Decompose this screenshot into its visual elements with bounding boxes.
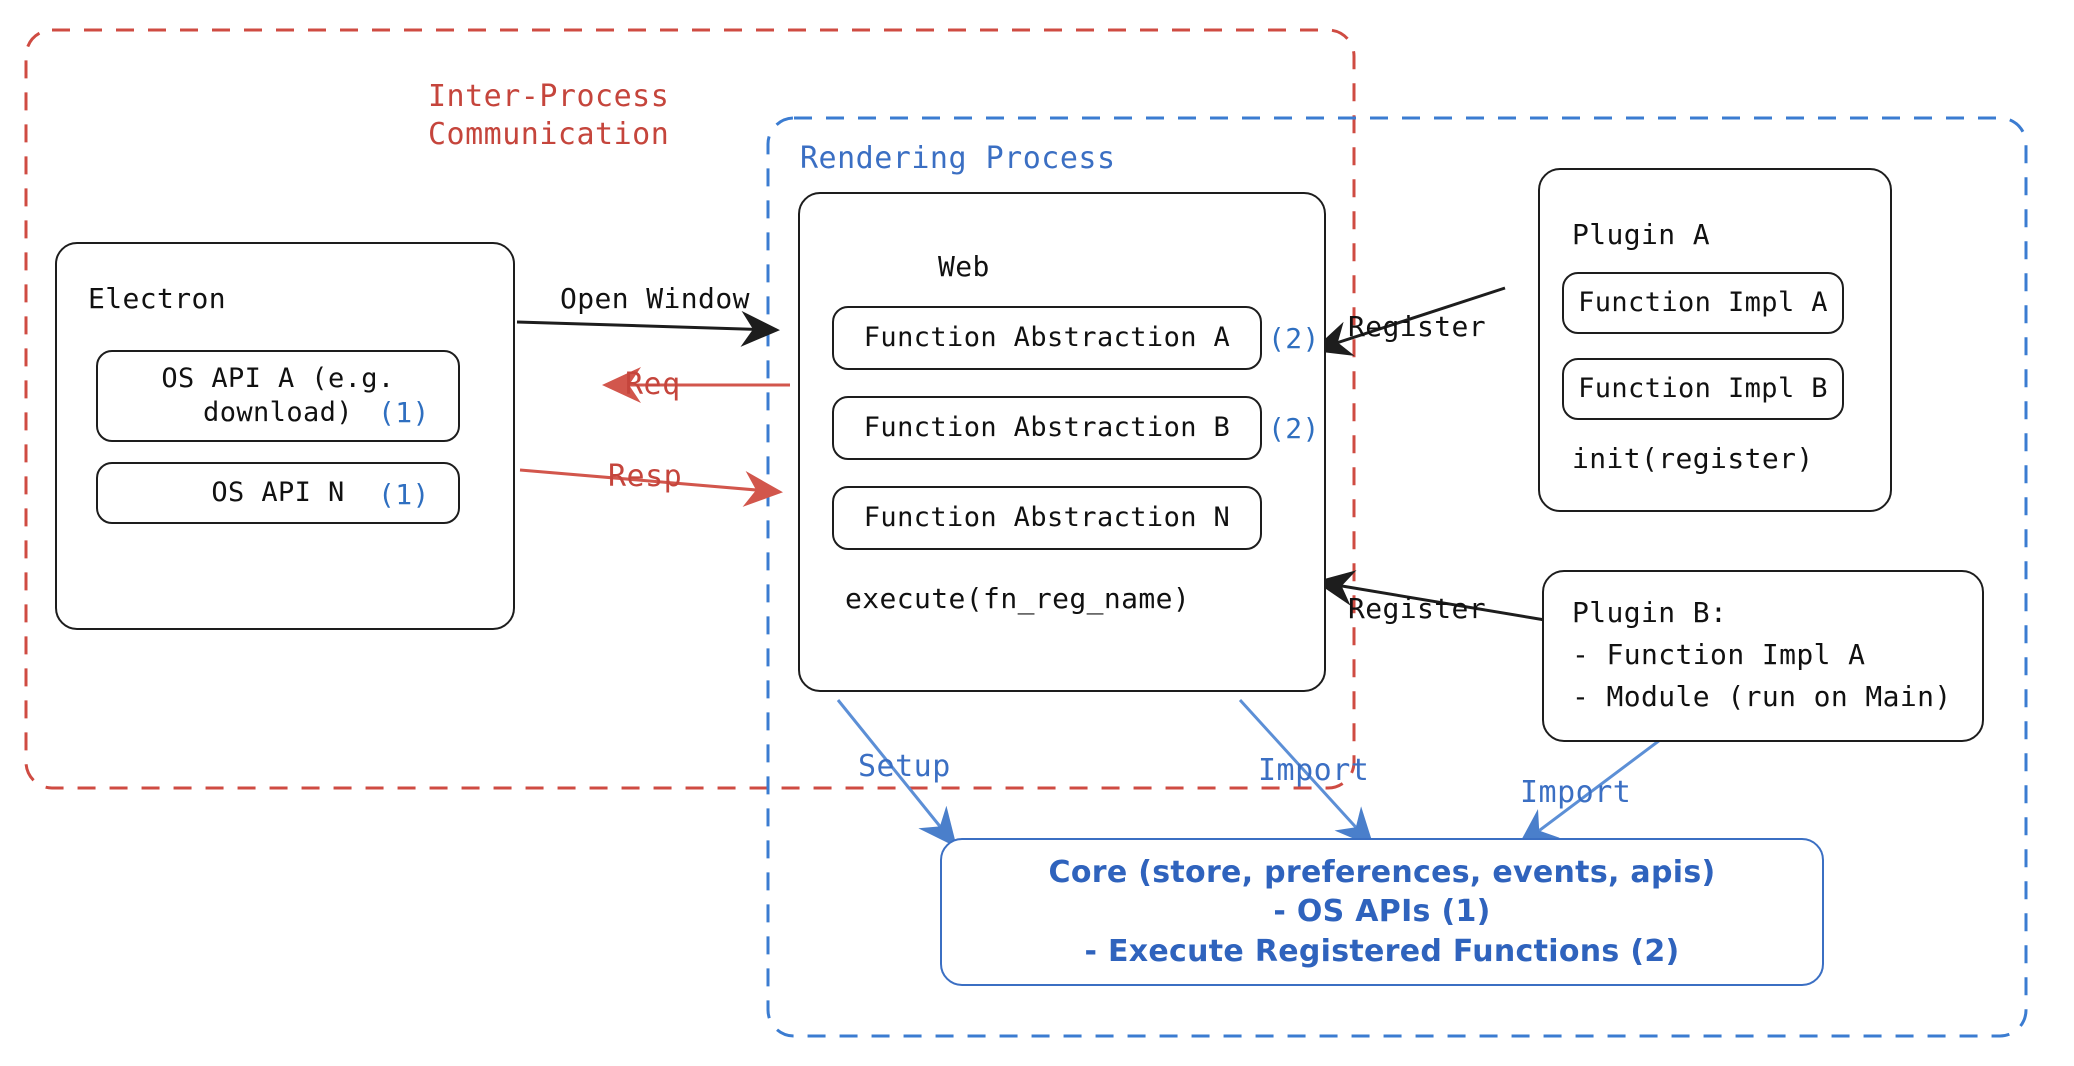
os-api-n-box[interactable]: OS API N [96, 462, 460, 524]
function-impl-b-box[interactable]: Function Impl B [1562, 358, 1844, 420]
function-abstraction-b-label: Function Abstraction B [863, 412, 1231, 444]
web-title: Web [938, 250, 990, 283]
function-abstraction-b-marker: (2) [1268, 412, 1320, 445]
electron-title: Electron [88, 282, 227, 315]
function-impl-b-label: Function Impl B [1578, 373, 1828, 405]
open-window-edge-label: Open Window [560, 282, 750, 315]
import-plugin-edge-label: Import [1520, 775, 1632, 810]
os-api-a-box[interactable]: OS API A (e.g. download) [96, 350, 460, 442]
os-api-n-marker: (1) [378, 478, 430, 511]
function-impl-a-label: Function Impl A [1578, 287, 1828, 319]
function-abstraction-a-label: Function Abstraction A [863, 322, 1231, 354]
setup-edge-label: Setup [858, 749, 951, 784]
open-window-arrow [516, 310, 780, 347]
import-web-edge-label: Import [1258, 753, 1370, 788]
plugin-b-node[interactable] [1542, 570, 1984, 742]
os-api-n-label: OS API N [211, 477, 345, 509]
function-impl-a-box[interactable]: Function Impl A [1562, 272, 1844, 334]
resp-edge-label: Resp [608, 459, 683, 494]
rendering-process-label: Rendering Process [800, 141, 1116, 176]
function-abstraction-n-box[interactable]: Function Abstraction N [832, 486, 1262, 550]
register-plugin-a-label: Register [1348, 310, 1487, 343]
register-plugin-b-label: Register [1348, 592, 1487, 625]
ipc-boundary-label: Inter-Process Communication [428, 79, 670, 152]
function-abstraction-a-marker: (2) [1268, 322, 1320, 355]
plugin-a-node[interactable] [1538, 168, 1892, 512]
os-api-a-marker: (1) [378, 396, 430, 429]
req-edge-label: Req [625, 367, 681, 402]
plugin-a-init-label: init(register) [1572, 442, 1814, 475]
core-node[interactable]: Core (store, preferences, events, apis) … [940, 838, 1824, 986]
function-abstraction-n-label: Function Abstraction N [863, 502, 1231, 534]
web-execute-label: execute(fn_reg_name) [845, 582, 1191, 615]
core-line-2: - OS APIs (1) [1273, 894, 1491, 930]
function-abstraction-a-box[interactable]: Function Abstraction A [832, 306, 1262, 370]
core-line-1: Core (store, preferences, events, apis) [1048, 854, 1716, 890]
os-api-a-label: OS API A (e.g. download) [161, 363, 395, 428]
function-abstraction-b-box[interactable]: Function Abstraction B [832, 396, 1262, 460]
core-line-3: - Execute Registered Functions (2) [1084, 933, 1680, 969]
plugin-a-title: Plugin A [1572, 218, 1711, 251]
plugin-b-lines: Plugin B: - Function Impl A - Module (ru… [1572, 596, 1952, 713]
